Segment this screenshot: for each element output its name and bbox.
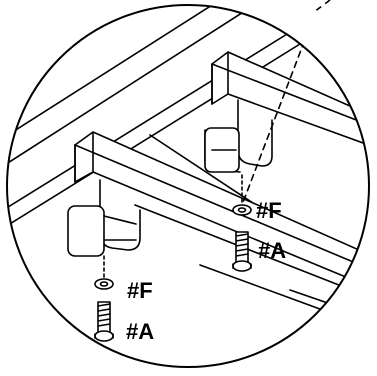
label-washer-lower: #F <box>127 278 153 303</box>
lower-screw <box>94 301 114 342</box>
label-screw-upper: #A <box>258 238 286 263</box>
lower-beam <box>74 131 369 291</box>
upper-washer <box>232 204 252 216</box>
upper-bracket <box>204 99 273 173</box>
lower-bracket <box>67 179 141 257</box>
upper-beam <box>211 51 369 149</box>
dashed-guide-outside <box>313 0 331 13</box>
lower-washer <box>94 278 114 290</box>
label-screw-lower: #A <box>126 319 154 344</box>
upper-screw <box>232 231 252 272</box>
label-washer-upper: #F <box>256 198 282 223</box>
magnifier-circle <box>6 4 370 368</box>
